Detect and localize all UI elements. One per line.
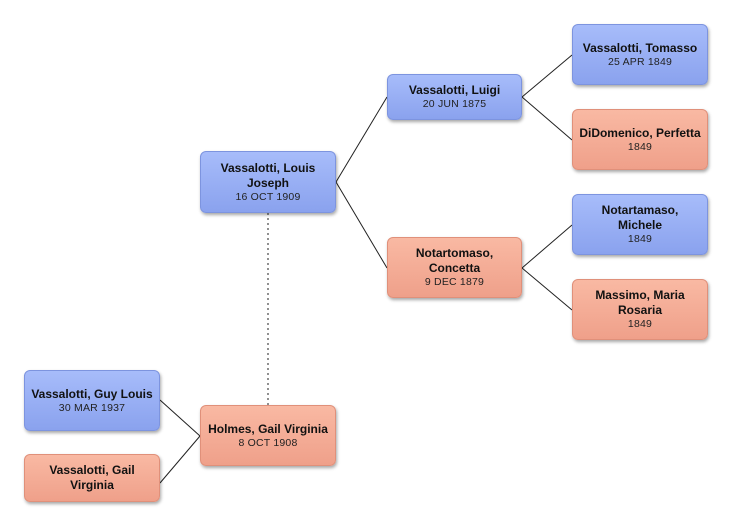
person-card-tomasso[interactable]: Vassalotti, Tomasso 25 APR 1849: [572, 24, 708, 85]
person-name: DiDomenico, Perfetta: [579, 125, 701, 140]
person-card-luigi[interactable]: Vassalotti, Luigi 20 JUN 1875: [387, 74, 522, 120]
person-date: 25 APR 1849: [607, 55, 673, 68]
person-name: Massimo, Maria Rosaria: [595, 288, 685, 317]
person-date: 1849: [627, 233, 653, 245]
connector-louis-to-parents: [335, 96, 388, 269]
person-name: Vassalotti, Gail Virginia: [49, 463, 135, 492]
person-card-guy[interactable]: Vassalotti, Guy Louis 30 MAR 1937: [24, 370, 160, 431]
person-name: Vassalotti, Luigi: [408, 83, 501, 97]
person-date: 16 OCT 1909: [235, 190, 301, 203]
person-card-perfetta[interactable]: DiDomenico, Perfetta 1849: [572, 109, 708, 170]
person-date: 30 MAR 1937: [58, 401, 126, 414]
person-date: 1849: [627, 140, 653, 153]
connector-luigi-to-parents: [521, 54, 573, 141]
connector-children-to-gail: [159, 399, 201, 484]
person-name: Holmes, Gail Virginia: [208, 421, 328, 436]
person-card-michele[interactable]: Notartamaso, Michele 1849: [572, 194, 708, 255]
connector-concetta-to-parents: [521, 224, 573, 311]
person-card-gail-vassalotti[interactable]: Vassalotti, Gail Virginia: [24, 454, 160, 502]
person-card-louis[interactable]: Vassalotti, Louis Joseph 16 OCT 1909: [200, 151, 336, 213]
person-card-gail-holmes[interactable]: Holmes, Gail Virginia 8 OCT 1908: [200, 405, 336, 466]
person-name: Notartomaso, Concetta: [415, 246, 494, 275]
person-name: Vassalotti, Louis Joseph: [220, 160, 316, 190]
person-card-maria[interactable]: Massimo, Maria Rosaria 1849: [572, 279, 708, 340]
person-name: Notartamaso, Michele: [601, 203, 679, 232]
person-name: Vassalotti, Tomasso: [582, 40, 698, 55]
person-card-concetta[interactable]: Notartomaso, Concetta 9 DEC 1879: [387, 237, 522, 298]
person-date: 8 OCT 1908: [238, 436, 298, 449]
person-date: 9 DEC 1879: [424, 276, 485, 288]
person-name: Vassalotti, Guy Louis: [31, 386, 153, 401]
person-date: 1849: [627, 318, 653, 330]
person-date: 20 JUN 1875: [422, 98, 487, 110]
